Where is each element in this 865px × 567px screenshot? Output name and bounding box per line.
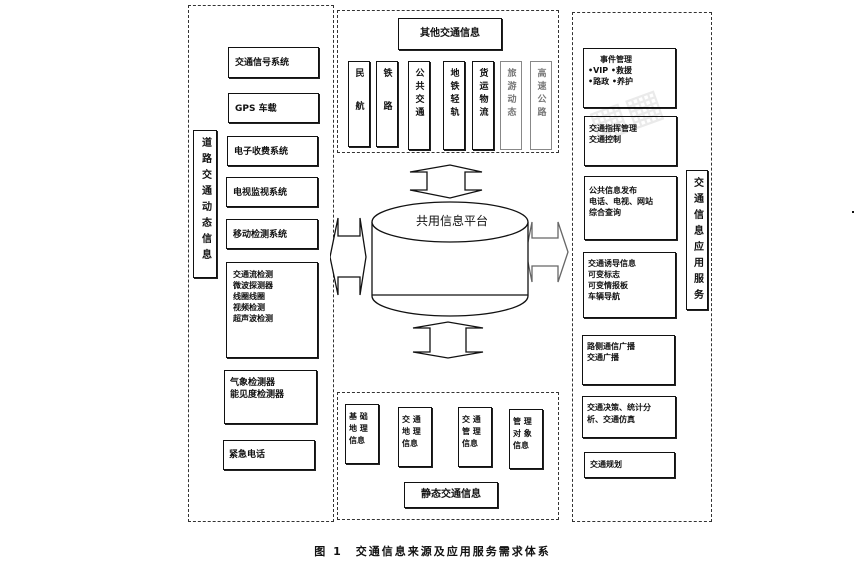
top-column-label: 货运物流 — [477, 68, 488, 120]
top-double-arrow-icon — [409, 164, 483, 199]
left-item-traffic-flow-detection: 交通流检测 微波探测器 线圈线圈 视频检测 超声波检测 — [226, 262, 318, 358]
bottom-column-1: 交 通地 理信息 — [398, 407, 432, 467]
left-panel-label: 道路交通动态信息 — [193, 130, 217, 278]
top-column-label: 旅游动态 — [505, 68, 516, 120]
left-item-mobile-detection: 移动检测系统 — [226, 219, 318, 249]
stray-dot — [852, 211, 854, 213]
top-column-6: 高速公路 — [530, 61, 552, 150]
left-item-cctv: 电视监视系统 — [226, 177, 318, 207]
center-diagram — [330, 164, 569, 359]
bottom-column-2: 交 通管 理信息 — [458, 407, 492, 467]
top-column-0: 民航 — [348, 61, 370, 147]
top-column-label: 公共交通 — [413, 68, 424, 120]
left-double-arrow-icon — [330, 217, 367, 296]
figure-caption: 图 1 交通信息来源及应用服务需求体系 — [314, 545, 551, 558]
right-item-decision-simulation: 交通决策、统计分 析、交通仿真 — [582, 396, 676, 438]
top-column-5: 旅游动态 — [500, 61, 522, 150]
platform-label: 共用信息平台 — [415, 214, 488, 228]
left-panel-label-text: 道路交通动态信息 — [199, 137, 211, 265]
right-item-roadside-broadcast: 路侧通信广播 交通广播 — [582, 335, 675, 385]
bottom-double-arrow-icon — [412, 321, 484, 359]
left-item-etc: 电子收费系统 — [227, 136, 318, 166]
top-panel-title: 其他交通信息 — [398, 18, 502, 50]
right-item-command-control: 交通指挥管理 交通控制 — [584, 116, 677, 166]
top-column-3: 地铁轻轨 — [443, 61, 465, 150]
bottom-panel-static-traffic-info — [337, 392, 559, 520]
shared-platform-cylinder-icon — [371, 201, 529, 317]
top-panel-other-traffic-info — [337, 10, 559, 153]
bottom-panel-title: 静态交通信息 — [404, 482, 498, 508]
top-column-1: 铁路 — [376, 61, 398, 147]
left-item-gps: GPS 车载 — [228, 93, 319, 123]
left-item-weather-detection: 气象检测器 能见度检测器 — [224, 370, 317, 424]
right-item-public-info-release: 公共信息发布 电话、电视、网站 综合查询 — [584, 176, 677, 240]
left-item-emergency-phone: 紧急电话 — [223, 440, 315, 470]
right-item-incident-management: 事件管理 •VIP •救援 •路政 •养护 — [583, 48, 676, 108]
left-item-traffic-signal: 交通信号系统 — [228, 47, 319, 78]
bottom-column-0: 基 础地 理信息 — [345, 404, 379, 464]
right-item-traffic-planning: 交通规划 — [584, 452, 675, 478]
bottom-column-3: 管 理对 象信息 — [509, 409, 543, 469]
top-column-label: 高速公路 — [535, 68, 546, 120]
right-item-traffic-guidance: 交通诱导信息 可变标志 可变情报板 车辆导航 — [583, 252, 676, 318]
top-column-label: 民航 — [353, 68, 364, 134]
top-column-4: 货运物流 — [472, 61, 494, 150]
top-column-label: 铁路 — [381, 68, 392, 134]
top-column-label: 地铁轻轨 — [448, 68, 459, 120]
right-panel-label: 交通信息应用服务 — [686, 170, 708, 310]
right-double-arrow-icon — [525, 221, 569, 283]
top-column-2: 公共交通 — [408, 61, 430, 150]
right-panel-traffic-info-services — [572, 12, 712, 522]
right-panel-label-text: 交通信息应用服务 — [691, 177, 703, 305]
